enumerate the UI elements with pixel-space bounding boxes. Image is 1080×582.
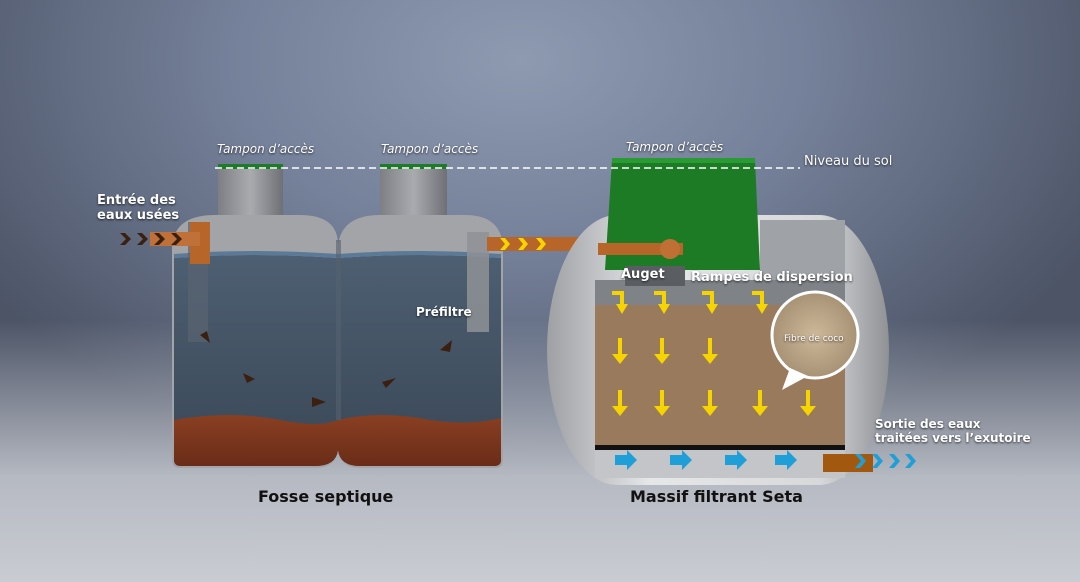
inlet-chevron [120,233,131,245]
blue-arrow [725,450,747,470]
inlet-chevron [137,233,148,245]
down-arrow [654,338,670,364]
outlet-line1: Sortie des eaux [875,417,981,431]
inlet-line2: eaux usées [97,208,180,223]
outlet-chevron [905,454,916,468]
inlet-chevron [171,233,182,245]
label-tampon-2: Tampon d’accès [381,142,479,156]
label-coco: Fibre de coco [784,334,844,344]
transfer-chevron [518,238,528,250]
down-arrow [702,338,718,364]
sludge-layer [174,415,501,466]
auget [625,266,685,286]
title-fosse: Fosse septique [258,487,394,506]
bent-arrow [612,291,624,305]
riser-1 [218,166,283,221]
transfer-chevron [536,238,546,250]
prefilter [467,232,489,332]
bent-arrow-head [706,304,718,314]
inlet-line1: Entrée des [97,193,176,208]
blue-arrow [615,450,637,470]
bent-arrow [702,291,714,305]
bent-arrow-head [616,304,628,314]
yellow-arrows [612,291,816,470]
outlet-line2: traitées vers l’exutoire [875,431,1031,445]
coco-fiber-callout [770,290,860,380]
bent-arrow-head [658,304,670,314]
outlet-chevron [872,454,883,468]
blue-arrow [670,450,692,470]
outlet-chevron [889,454,900,468]
title-massif: Massif filtrant Seta [630,487,803,506]
filter-unit [547,158,889,485]
bent-arrow [752,291,764,305]
down-arrow [800,390,816,416]
inlet-chevron [154,233,165,245]
label-tampon-3: Tampon d’accès [626,140,724,154]
down-arrow [702,390,718,416]
down-arrow [612,390,628,416]
down-arrow [654,390,670,416]
flow-arrows-brown [200,331,452,407]
label-tampon-1: Tampon d’accès [217,142,315,156]
access-lid-1 [218,164,283,169]
blue-arrow [775,450,797,470]
bent-arrow [654,291,666,305]
outlet-chevron [855,454,866,468]
label-prefilter: Préfiltre [416,305,472,319]
septic-tank [150,164,597,468]
access-lid-2 [380,164,447,169]
down-arrow [612,338,628,364]
flow-chevrons [120,233,916,468]
green-hatch [605,160,760,270]
riser-2 [380,166,447,221]
down-arrow [752,390,768,416]
bent-arrow-head [756,304,768,314]
label-rampes: Rampes de dispersion [691,270,853,285]
transfer-chevron [500,238,510,250]
label-auget: Auget [621,267,665,282]
label-ground-level: Niveau du sol [804,154,893,169]
